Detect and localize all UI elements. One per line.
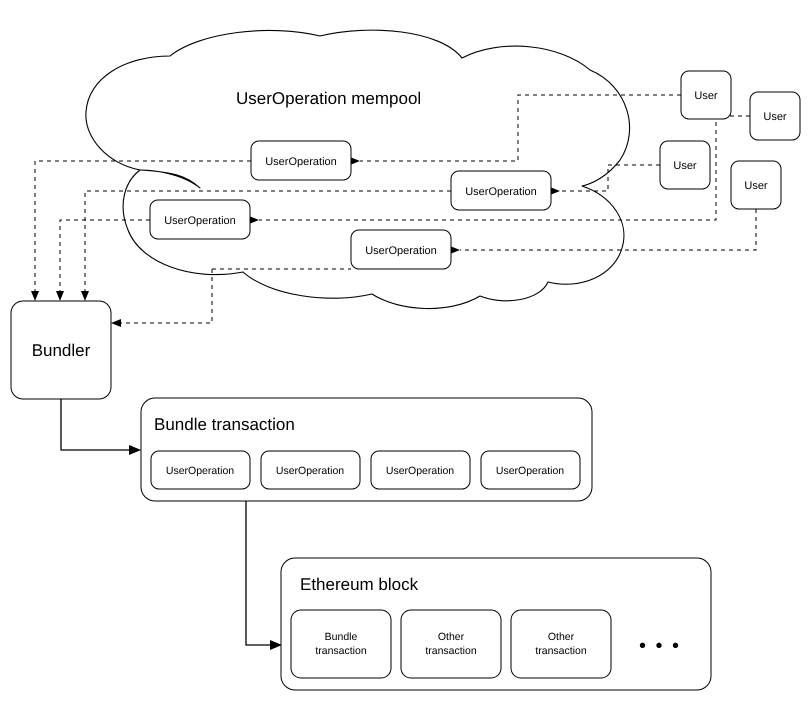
- edge-bundler-to-bundle-transaction: [60, 399, 132, 451]
- edge-userop1-to-bundler: [34, 160, 251, 292]
- bundle-userop-1-box: [150, 450, 251, 490]
- mempool-userop-4-box: [350, 229, 452, 270]
- block-transaction-2-box: [400, 609, 502, 679]
- bundler-box: [10, 300, 112, 400]
- edge-userop3-to-bundler: [59, 219, 150, 292]
- bundler-label: Bundler: [32, 341, 91, 360]
- user-node-2[interactable]: User: [749, 91, 801, 141]
- arrowhead-user1-to-userop1: [350, 157, 360, 165]
- user-node-3-box: [659, 140, 711, 190]
- bundle-userop-1-label: UserOperation: [166, 465, 234, 477]
- mempool-userop-3-box: [149, 199, 251, 240]
- bundle-userop-2-label: UserOperation: [276, 465, 344, 477]
- block-transaction-2[interactable]: Other transaction: [400, 609, 502, 679]
- user-node-4[interactable]: User: [730, 160, 782, 210]
- arrowhead-userop2-to-bundler: [81, 291, 89, 301]
- user-node-1-label: User: [694, 90, 718, 102]
- user-node-4-label: User: [744, 180, 768, 192]
- user-node-1[interactable]: User: [680, 70, 732, 120]
- cloud-title: UserOperation mempool: [236, 89, 421, 108]
- edge-userop2-to-bundler: [84, 190, 451, 292]
- bundle-userop-3-box: [370, 450, 471, 490]
- bundle-userop-4-label: UserOperation: [496, 465, 564, 477]
- ethereum-block-heading: Ethereum block: [300, 575, 419, 594]
- user-node-4-box: [730, 160, 782, 210]
- bundle-transaction-heading: Bundle transaction: [154, 415, 295, 434]
- block-transaction-1-label-line1: Bundle: [325, 631, 358, 643]
- mempool-userop-1[interactable]: UserOperation: [250, 140, 352, 181]
- arrowhead-user3-to-userop2: [550, 187, 560, 195]
- mempool-userop-4[interactable]: UserOperation: [350, 229, 452, 270]
- mempool-userop-2-label: UserOperation: [465, 186, 537, 198]
- block-more-transactions-ellipsis: • • •: [639, 635, 681, 657]
- cloud-notch-upper: [139, 169, 201, 189]
- bundle-userop-3[interactable]: UserOperation: [370, 450, 471, 490]
- mempool-userop-2[interactable]: UserOperation: [450, 170, 552, 211]
- block-transaction-3-label-line2: transaction: [535, 645, 587, 657]
- edge-user3-to-userop2: [560, 164, 660, 192]
- edge-userop4-to-bundler: [120, 269, 213, 324]
- bundle-userop-2[interactable]: UserOperation: [260, 450, 361, 490]
- bundle-userop-2-box: [260, 450, 361, 490]
- bundle-userop-4[interactable]: UserOperation: [480, 450, 581, 490]
- mempool-userop-1-label: UserOperation: [265, 156, 337, 168]
- bundle-transaction-node[interactable]: Bundle transaction UserOperation UserOpe…: [140, 397, 593, 502]
- edge-bundle-to-ethereum-block: [245, 501, 273, 646]
- block-transaction-2-label-line1: Other: [438, 631, 465, 643]
- mempool-userop-3[interactable]: UserOperation: [149, 199, 251, 240]
- block-transaction-3-box: [510, 609, 612, 679]
- mempool-userop-4-label: UserOperation: [365, 245, 437, 257]
- user-node-2-label: User: [763, 111, 787, 123]
- bundler-node[interactable]: Bundler: [10, 300, 112, 400]
- bundle-userop-1[interactable]: UserOperation: [150, 450, 251, 490]
- bundle-userop-4-box: [480, 450, 581, 490]
- arrowhead-userop3-to-bundler: [56, 291, 64, 301]
- mempool-userop-1-box: [250, 140, 352, 181]
- edge-user2-to-userop3: [259, 115, 750, 221]
- arrowhead-user4-to-userop4: [450, 246, 460, 254]
- bundle-userop-3-label: UserOperation: [386, 465, 454, 477]
- block-transaction-2-label-line2: transaction: [425, 645, 477, 657]
- mempool-userop-3-label: UserOperation: [164, 215, 236, 227]
- arrowhead-userop4-to-bundler: [111, 319, 121, 327]
- edge-user4-to-userop4: [460, 209, 757, 251]
- user-node-2-box: [749, 91, 801, 141]
- arrowhead-user2-to-userop3: [249, 216, 259, 224]
- user-node-3-label: User: [673, 160, 697, 172]
- block-transaction-1-label-line2: transaction: [315, 645, 367, 657]
- arrowhead-bundler-to-bundle: [129, 445, 141, 455]
- block-transaction-1[interactable]: Bundle transaction: [290, 609, 392, 679]
- block-transaction-1-box: [290, 609, 392, 679]
- block-transaction-3[interactable]: Other transaction: [510, 609, 612, 679]
- arrowhead-userop1-to-bundler: [31, 291, 39, 301]
- arrowhead-bundle-to-block: [270, 640, 282, 650]
- edge-user1-to-userop1: [360, 94, 681, 162]
- user-node-1-box: [680, 70, 732, 120]
- user-node-3[interactable]: User: [659, 140, 711, 190]
- bundle-transaction-box: [140, 397, 593, 502]
- mempool-userop-2-box: [450, 170, 552, 211]
- block-transaction-3-label-line1: Other: [548, 631, 575, 643]
- ethereum-block-node[interactable]: Ethereum block Bundle transaction Other …: [280, 557, 712, 691]
